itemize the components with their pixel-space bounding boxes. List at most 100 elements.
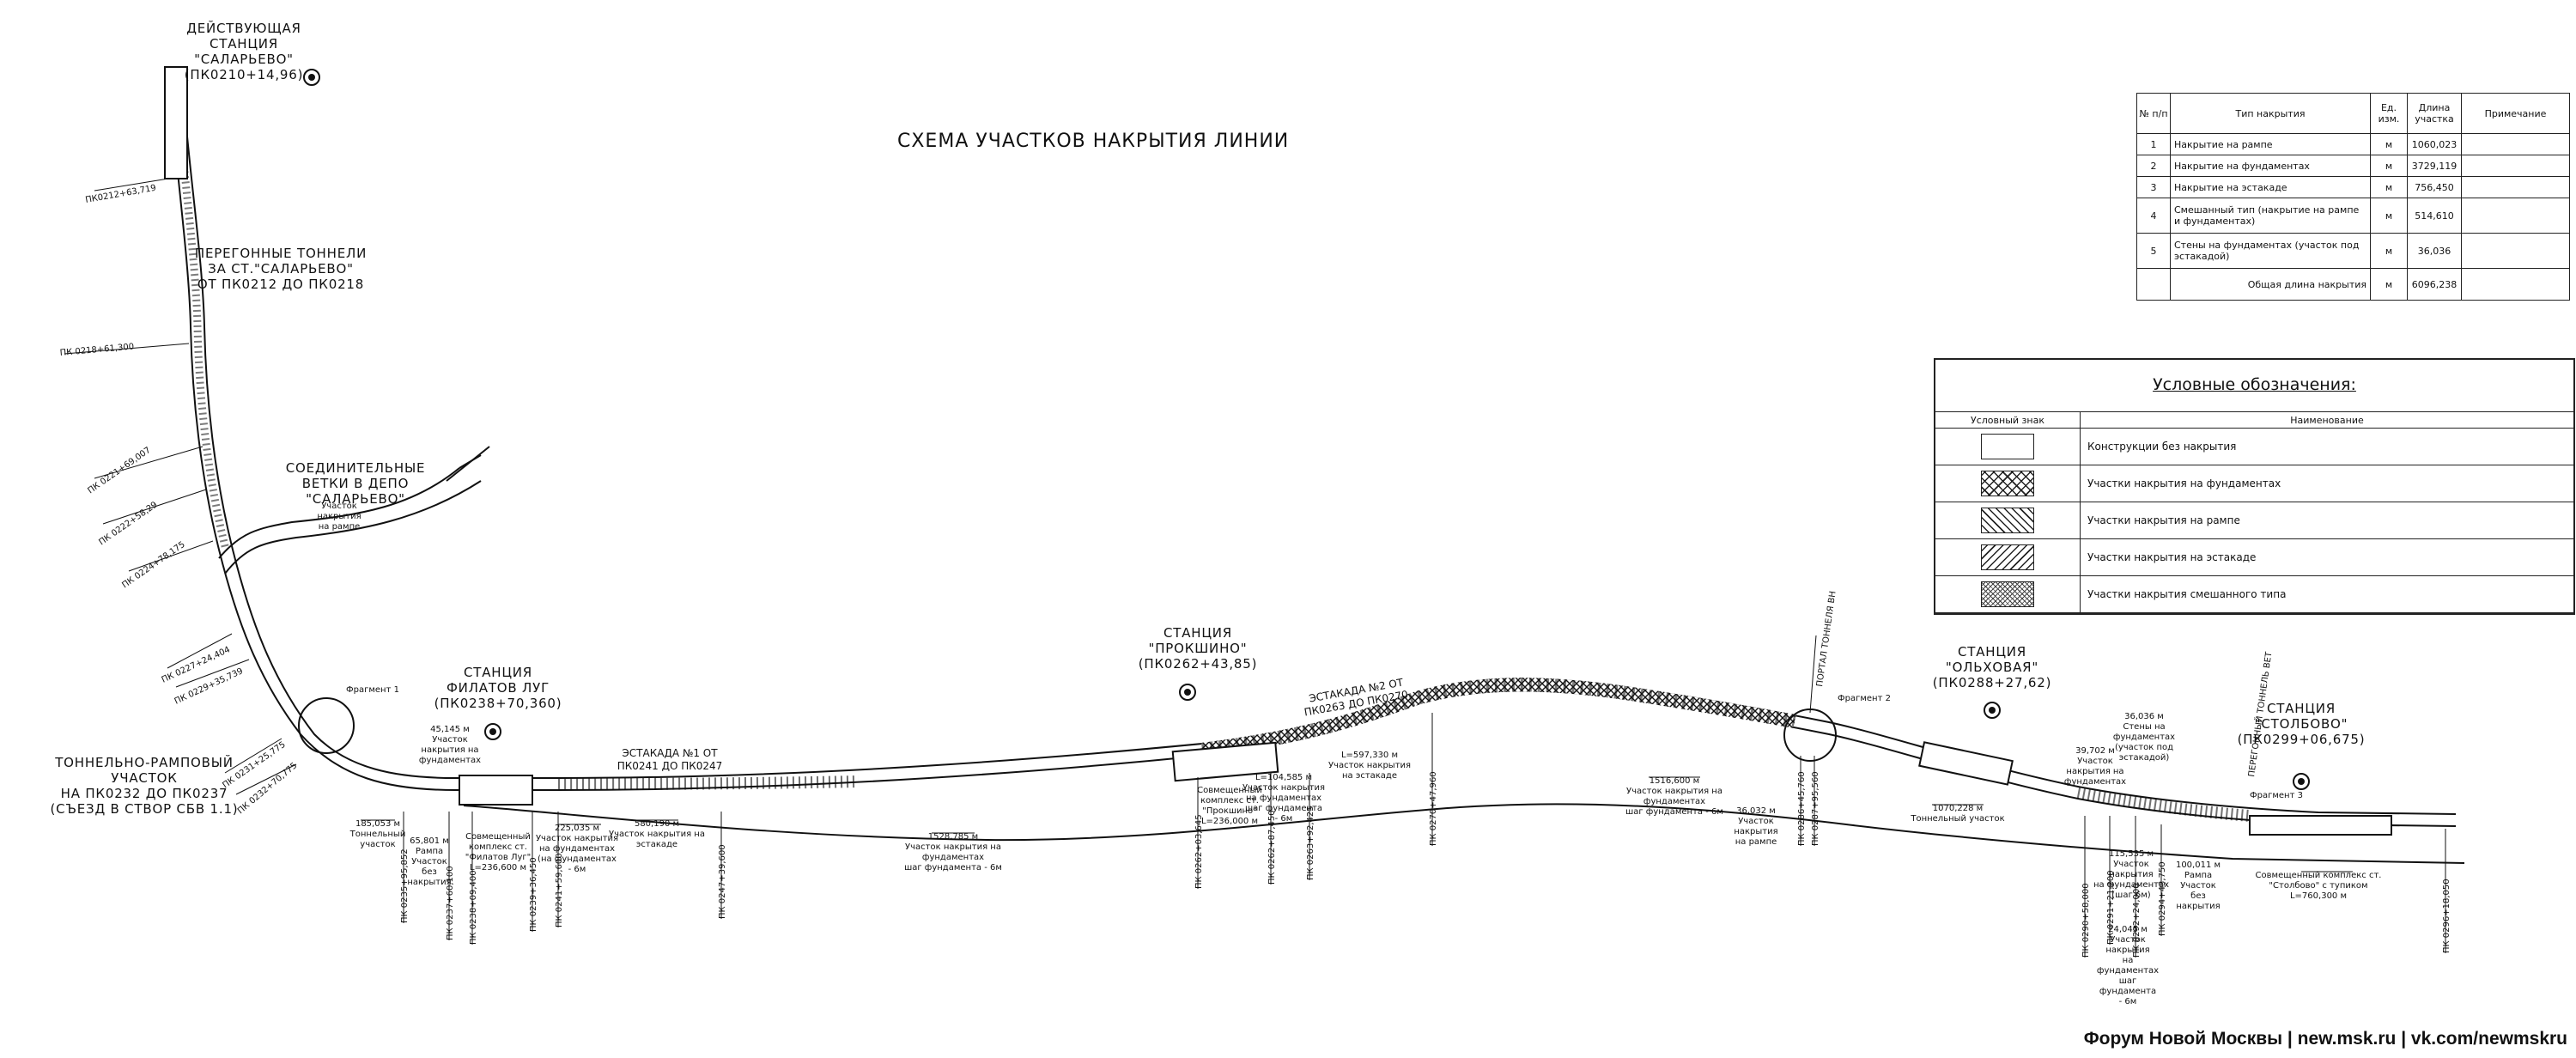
svg-text:фундаментах: фундаментах — [1643, 797, 1705, 806]
svg-text:- 6м: - 6м — [568, 865, 586, 874]
svg-text:ПК 0296+18,050: ПК 0296+18,050 — [2442, 879, 2451, 953]
svg-text:Участок: Участок — [432, 735, 468, 745]
svg-text:L=597,330 м: L=597,330 м — [1341, 751, 1398, 760]
fragment-1-circle — [298, 697, 355, 754]
table-row: 2 Накрытие на фундаментах м 3729,119 — [2136, 155, 2570, 177]
svg-text:(ПК0210+14,96): (ПК0210+14,96) — [185, 67, 304, 82]
legend-symbol — [1935, 465, 2081, 502]
svg-text:580,190 м: 580,190 м — [635, 819, 679, 829]
cell-total-length: 6096,238 — [2407, 268, 2462, 301]
estakada-2-hatch — [1201, 678, 1796, 757]
cell-length: 36,036 — [2407, 233, 2462, 269]
svg-text:45,145 м: 45,145 м — [430, 725, 470, 734]
svg-text:L=104,585 м: L=104,585 м — [1255, 773, 1312, 782]
metro-icon-stolbovo — [2293, 773, 2310, 790]
svg-text:на эстакаде: на эстакаде — [1342, 771, 1397, 781]
svg-text:(ПК0262+43,85): (ПК0262+43,85) — [1139, 656, 1258, 672]
summary-header-row: № п/п Тип накрытия Ед. изм. Длина участк… — [2136, 93, 2570, 134]
svg-text:ПК 0262+03,645: ПК 0262+03,645 — [1194, 814, 1204, 889]
station-box-salarevo — [164, 66, 188, 179]
cell-num: 4 — [2136, 198, 2171, 234]
legend-symbol — [1935, 502, 2081, 539]
svg-text:фундаментах: фундаментах — [419, 756, 481, 765]
legend-swatch-icon — [1981, 508, 2034, 533]
svg-text:на фундаментах: на фундаментах — [1246, 794, 1321, 803]
annotation-ramp: ТОННЕЛЬНО-РАМПОВЫЙ УЧАСТОК НА ПК0232 ДО … — [51, 754, 239, 817]
station-caption-prokshino: СТАНЦИЯ "ПРОКШИНО" (ПК0262+43,85) — [1139, 625, 1258, 672]
svg-text:(СЪЕЗД В СТВОР СБВ 1.1): (СЪЕЗД В СТВОР СБВ 1.1) — [51, 801, 239, 817]
pk-bottom-17: ПК 0296+18,050 — [2442, 829, 2451, 953]
svg-text:"ОЛЬХОВАЯ": "ОЛЬХОВАЯ" — [1946, 660, 2038, 675]
svg-text:(ПК0299+06,675): (ПК0299+06,675) — [2238, 732, 2366, 747]
svg-text:накрытия: накрытия — [2109, 870, 2153, 879]
legend-col-symbol: Условный знак — [1935, 411, 2081, 429]
svg-text:- 6м: - 6м — [1275, 814, 1293, 824]
cell-note — [2461, 233, 2570, 269]
svg-text:ПК 0238+09,400: ПК 0238+09,400 — [469, 870, 478, 945]
summary-col-length: Длина участка — [2407, 93, 2462, 134]
svg-text:СОЕДИНИТЕЛЬНЫЕ: СОЕДИНИТЕЛЬНЫЕ — [286, 460, 426, 476]
svg-text:1070,228 м: 1070,228 м — [1933, 804, 1983, 813]
legend-row: Участки накрытия на рампе — [1935, 502, 2573, 539]
pk-left-4: ПК 0222+58,29 — [97, 489, 207, 547]
pk-bottom-4: ПК 0239+36,450 — [529, 812, 538, 932]
svg-text:накрытия: накрытия — [317, 512, 361, 521]
svg-text:ПК 0270+47,960: ПК 0270+47,960 — [1429, 771, 1438, 846]
svg-text:ПК 0221+69,007: ПК 0221+69,007 — [86, 446, 152, 496]
summary-col-num: № п/п — [2136, 93, 2171, 134]
metro-icon-salarevo — [303, 69, 320, 86]
svg-text:"САЛАРЬЕВО": "САЛАРЬЕВО" — [194, 52, 294, 67]
svg-text:фундаментах: фундаментах — [2064, 777, 2126, 787]
svg-text:фундаментах: фундаментах — [2113, 733, 2175, 742]
svg-text:накрытия на: накрытия на — [2066, 767, 2123, 776]
svg-text:ФИЛАТОВ ЛУГ: ФИЛАТОВ ЛУГ — [447, 680, 550, 696]
legend-row: Конструкции без накрытия — [1935, 428, 2573, 465]
table-row: 1 Накрытие на рампе м 1060,023 — [2136, 133, 2570, 155]
svg-text:Участок: Участок — [2180, 881, 2216, 891]
legend-item-name: Участки накрытия на рампе — [2080, 502, 2573, 539]
svg-text:СТАНЦИЯ: СТАНЦИЯ — [1958, 644, 2026, 660]
metro-icon-olkhovaya — [1984, 702, 2001, 719]
svg-text:Рампа: Рампа — [2184, 871, 2212, 880]
pk-left-1: ПК0212+63,719 — [85, 178, 169, 205]
portal-line — [1809, 635, 1817, 714]
svg-text:65,801 м: 65,801 м — [410, 836, 449, 846]
svg-text:накрытия: накрытия — [1734, 827, 1777, 836]
svg-text:ПК 0292+24,000: ПК 0292+24,000 — [2132, 883, 2142, 958]
table-row: 4 Смешанный тип (накрытие на рампе и фун… — [2136, 198, 2570, 234]
svg-text:ЭСТАКАДА №1 ОТ: ЭСТАКАДА №1 ОТ — [622, 747, 718, 759]
cell-note — [2461, 198, 2570, 234]
svg-text:Участок накрытия на: Участок накрытия на — [1626, 787, 1722, 796]
svg-text:ОТ ПК0212 ДО ПК0218: ОТ ПК0212 ДО ПК0218 — [197, 277, 364, 292]
svg-text:ПК 0237+60,100: ПК 0237+60,100 — [446, 866, 455, 940]
svg-text:(на фундаментах: (на фундаментах — [538, 854, 617, 864]
pk-bottom-16: ПК 0294+43,750 — [2158, 824, 2167, 936]
svg-text:Участок накрытия на: Участок накрытия на — [609, 830, 705, 839]
svg-text:Участок накрытия: Участок накрытия — [1242, 783, 1325, 793]
svg-text:L=236,600 м: L=236,600 м — [470, 863, 526, 873]
svg-text:Участок: Участок — [411, 857, 447, 866]
legend-item-name: Конструкции без накрытия — [2080, 428, 2573, 465]
svg-text:225,035 м: 225,035 м — [555, 824, 599, 833]
svg-text:ПК 0286+45,760: ПК 0286+45,760 — [1797, 771, 1807, 846]
table-row: 5 Стены на фундаментах (участок под эста… — [2136, 233, 2570, 269]
svg-text:(ПК0288+27,62): (ПК0288+27,62) — [1933, 675, 2052, 690]
svg-text:шаг фундамента - 6м: шаг фундамента - 6м — [904, 863, 1002, 873]
station-boxes — [164, 66, 2392, 836]
svg-text:185,053 м: 185,053 м — [355, 819, 400, 829]
svg-text:СТАНЦИЯ: СТАНЦИЯ — [2267, 701, 2336, 716]
svg-text:ПК0241 ДО ПК0247: ПК0241 ДО ПК0247 — [617, 760, 723, 772]
svg-text:- 6м: - 6м — [2119, 997, 2137, 1006]
svg-text:накрытия на: накрытия на — [421, 745, 478, 755]
svg-text:шаг: шаг — [2119, 976, 2137, 986]
svg-text:(шаг 6м): (шаг 6м) — [2111, 891, 2151, 900]
svg-text:без: без — [422, 867, 437, 877]
svg-text:участок: участок — [360, 840, 395, 849]
